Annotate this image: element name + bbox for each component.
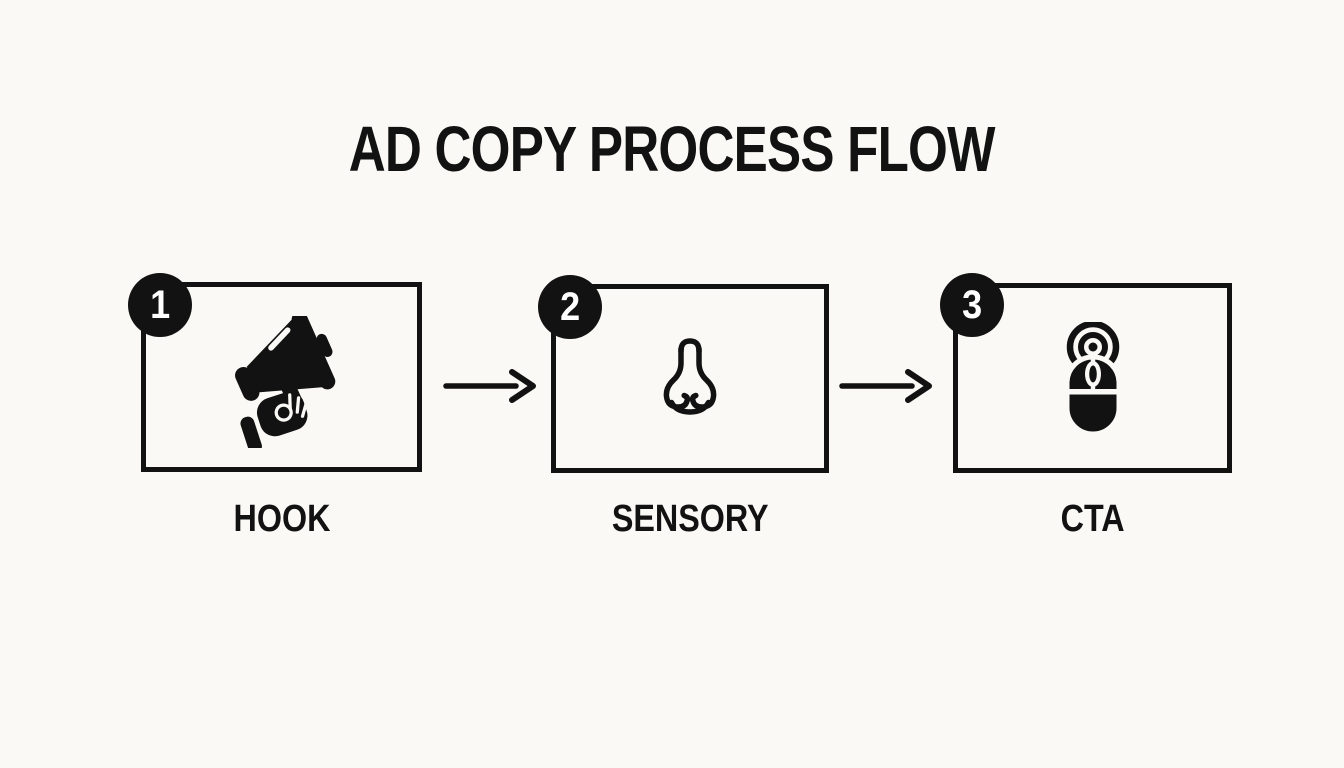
megaphone-icon [226,311,338,454]
step-box-cta [953,283,1232,473]
nose-icon [642,329,738,429]
mouse-click-icon [1061,320,1125,437]
step-label-cta-row: CTA [953,498,1232,541]
step-box-hook [141,282,422,472]
arrow-right-icon [839,369,932,403]
page-title: AD COPY PROCESS FLOW [349,113,996,185]
arrow-right-icon [443,369,536,403]
step-number: 1 [149,283,171,327]
step-label-cta: CTA [1060,498,1125,540]
step-box-sensory [551,284,829,473]
step-number-badge-1: 1 [128,273,192,337]
step-number: 3 [961,283,983,327]
step-label-hook: HOOK [233,498,330,540]
step-number: 2 [559,285,581,329]
page-title-row: AD COPY PROCESS FLOW [0,112,1344,186]
step-number-badge-2: 2 [538,275,602,339]
step-label-hook-row: HOOK [141,498,422,541]
step-number-badge-3: 3 [940,273,1004,337]
step-label-sensory-row: SENSORY [551,498,829,541]
step-label-sensory: SENSORY [611,498,769,540]
